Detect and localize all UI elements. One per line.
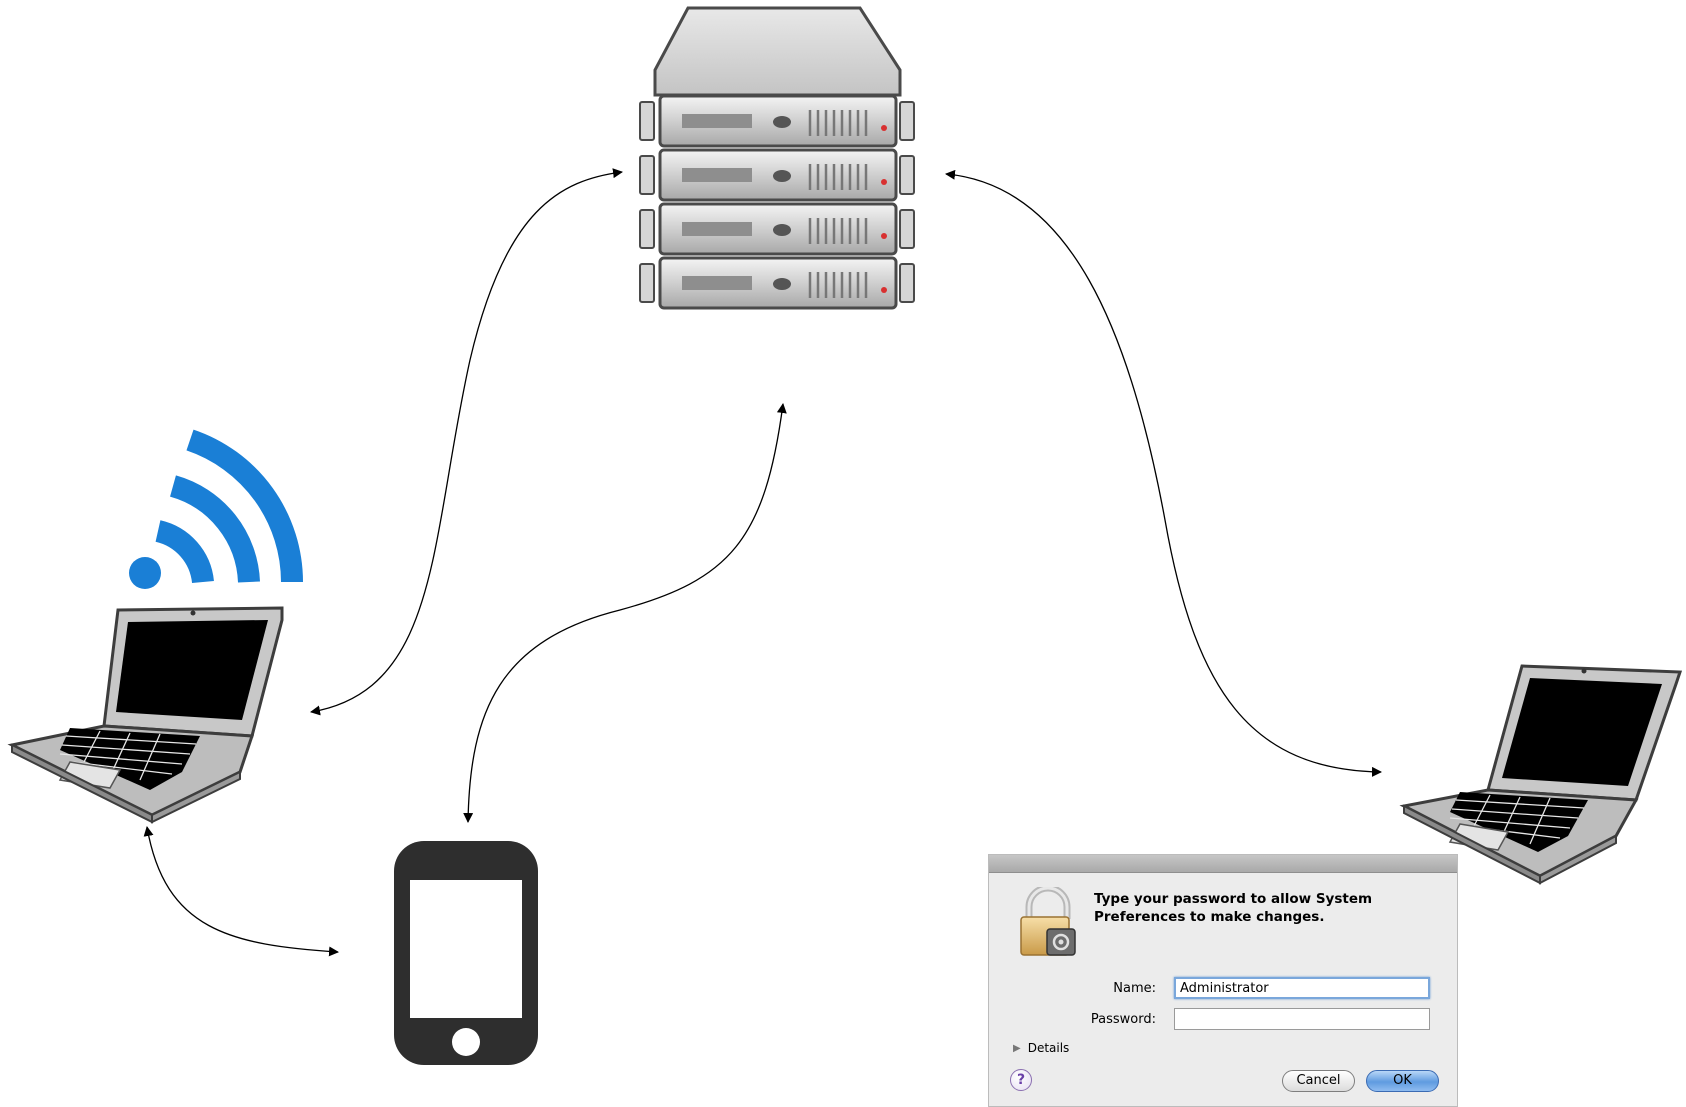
server-unit xyxy=(639,202,915,256)
name-label: Name: xyxy=(1113,981,1156,996)
lock-icon xyxy=(1020,887,1076,956)
dialog-titlebar xyxy=(989,855,1457,873)
dialog-message: Type your password to allow System Prefe… xyxy=(1094,890,1414,926)
cancel-button[interactable]: Cancel xyxy=(1282,1070,1355,1092)
connection-arrow xyxy=(310,168,623,716)
details-disclosure[interactable]: ▶ Details xyxy=(1013,1041,1069,1055)
connection-arrow xyxy=(945,169,1382,777)
wifi-icon xyxy=(129,429,303,589)
smartphone-icon xyxy=(394,841,538,1065)
ok-button[interactable]: OK xyxy=(1366,1070,1439,1092)
laptop-icon xyxy=(7,606,284,824)
details-label: Details xyxy=(1027,1041,1070,1055)
laptop-icon xyxy=(1399,664,1683,885)
help-button[interactable]: ? xyxy=(1010,1069,1032,1091)
server-unit xyxy=(639,94,915,148)
disclosure-triangle-icon: ▶ xyxy=(1013,1042,1021,1054)
name-field[interactable] xyxy=(1174,977,1430,999)
connection-arrow xyxy=(143,826,339,957)
password-dialog: Type your password to allow System Prefe… xyxy=(988,854,1458,1107)
password-label: Password: xyxy=(1090,1012,1156,1027)
server-unit xyxy=(639,148,915,202)
server-rack-icon xyxy=(639,6,915,310)
connection-arrow xyxy=(463,403,787,823)
password-field[interactable] xyxy=(1174,1008,1430,1030)
dialog-message-line: Type your password to allow System xyxy=(1094,891,1373,907)
server-unit xyxy=(639,256,915,310)
dialog-message-line: Preferences to make changes. xyxy=(1094,909,1325,925)
